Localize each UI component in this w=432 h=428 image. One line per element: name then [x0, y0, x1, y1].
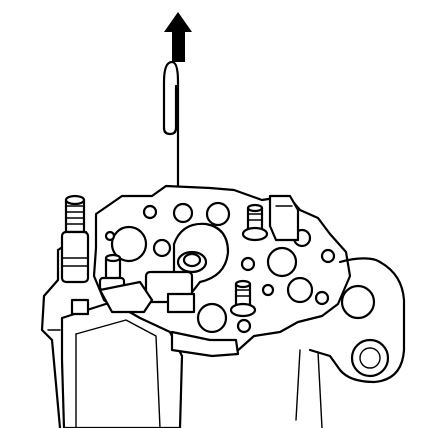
- stud-center-left: [98, 253, 126, 292]
- terminal-stud-left: [60, 194, 90, 284]
- up-arrow-icon: [164, 12, 192, 62]
- stud-top-right: [241, 203, 269, 242]
- lower-bracket: [60, 280, 184, 428]
- terminal-bar: [170, 330, 240, 358]
- housing-right: [295, 257, 406, 428]
- stud-lower-center: [229, 279, 257, 318]
- brush-holder: [144, 222, 230, 314]
- connector-tab: [268, 194, 300, 242]
